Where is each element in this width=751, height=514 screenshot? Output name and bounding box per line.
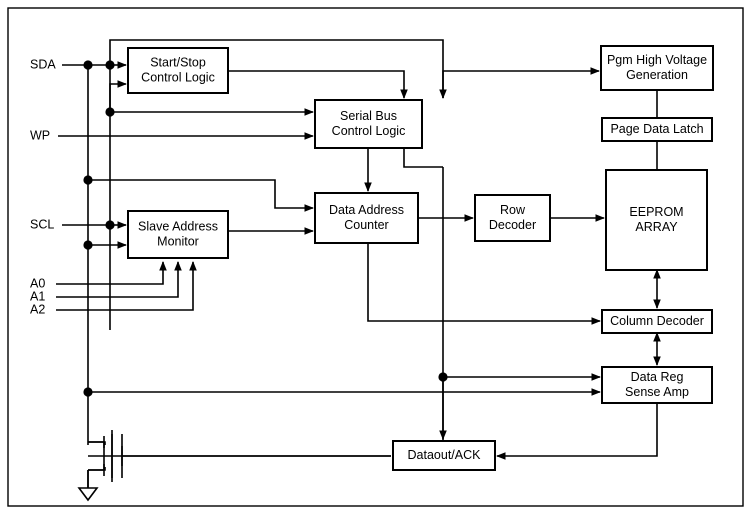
junction-dot-sda-dataaddr <box>83 175 93 185</box>
block-label-eeprom-array: EEPROM <box>629 205 683 219</box>
pin-a1: A1 <box>30 289 45 303</box>
junction-dot-scl-pin <box>105 220 115 230</box>
block-outline-data-address-counter <box>314 192 419 244</box>
block-label-page-data-latch: Page Data Latch <box>610 122 703 136</box>
pin-scl: SCL <box>30 217 54 231</box>
junction-dot-ctrl-datareg <box>438 372 448 382</box>
block-outline-serial-bus-control-logic <box>314 99 423 149</box>
block-outline-start-stop-control-logic <box>127 47 229 94</box>
junction-dot-layer <box>83 60 448 397</box>
block-label-row-decoder: Row <box>500 203 526 217</box>
pin-label-a0: A0 <box>30 276 45 290</box>
block-outline-dataout-ack <box>392 440 496 471</box>
block-outline-page-data-latch <box>601 117 713 142</box>
pin-a0: A0 <box>30 276 45 290</box>
wire-sda-up-to-serial-bus <box>109 39 447 99</box>
block-label-pgm-high-voltage-generation: Generation <box>626 68 688 82</box>
block-label-serial-bus-control-logic: Serial Bus <box>340 109 397 123</box>
block-label-start-stop-control-logic: Control Logic <box>141 70 215 84</box>
block-column-decoder: Column Decoder <box>601 309 713 334</box>
ground-triangle-icon <box>77 487 99 502</box>
wire-sda-tap-to-data-addr <box>88 179 314 212</box>
wire-start-stop-in-lower <box>109 80 127 112</box>
wire-a0-wire <box>56 261 167 285</box>
block-label-slave-address-monitor: Slave Address <box>138 219 218 233</box>
pin-sda: SDA <box>30 57 56 71</box>
block-outline-row-decoder <box>474 194 551 242</box>
diagram-border <box>7 7 744 507</box>
block-label-data-address-counter: Counter <box>344 218 388 232</box>
junction-dot-sda-datareg <box>83 387 93 397</box>
ground-symbol <box>77 470 99 502</box>
wire-data-addr-to-col-dec <box>367 243 601 325</box>
block-outline-eeprom-array <box>605 169 708 271</box>
block-label-slave-address-monitor: Monitor <box>157 234 199 248</box>
block-page-data-latch: Page Data Latch <box>601 117 713 142</box>
pin-label-scl: SCL <box>30 217 54 231</box>
junction-dot-scl-serialbus <box>105 107 115 117</box>
wire-serial-bus-down-right <box>403 148 443 168</box>
block-label-column-decoder: Column Decoder <box>610 314 704 328</box>
pin-label-sda: SDA <box>30 57 56 71</box>
pin-a2: A2 <box>30 302 45 316</box>
block-label-data-address-counter: Data Address <box>329 203 404 217</box>
block-label-eeprom-array: ARRAY <box>635 220 678 234</box>
pin-label-a1: A1 <box>30 289 45 303</box>
block-label-pgm-high-voltage-generation: Pgm High Voltage <box>607 53 707 67</box>
pin-label-a2: A2 <box>30 302 45 316</box>
wire-a2-wire <box>56 261 197 311</box>
block-outline-pgm-high-voltage-generation <box>600 45 714 91</box>
wire-a1-wire <box>56 261 182 298</box>
wire-serial-bus-to-pgm-hv <box>442 67 600 98</box>
pulldown-transistor <box>88 430 391 482</box>
wire-start-stop-out-right <box>228 70 408 99</box>
junction-dot-sda-startstop <box>105 60 115 70</box>
block-label-start-stop-control-logic: Start/Stop <box>150 55 206 69</box>
block-outline-slave-address-monitor <box>127 210 229 259</box>
block-label-data-reg-sense-amp: Sense Amp <box>625 385 689 399</box>
block-label-row-decoder: Decoder <box>489 218 536 232</box>
block-label-serial-bus-control-logic: Control Logic <box>332 124 406 138</box>
block-label-data-reg-sense-amp: Data Reg <box>631 370 684 384</box>
wire-data-reg-to-dataout <box>496 403 658 460</box>
block-label-dataout-ack: Dataout/ACK <box>408 448 482 462</box>
junction-dot-sda-pin <box>83 60 93 70</box>
pin-wp: WP <box>30 128 50 142</box>
block-dataout-ack: Dataout/ACK <box>392 440 496 471</box>
block-outline-data-reg-sense-amp <box>601 366 713 404</box>
block-outline-column-decoder <box>601 309 713 334</box>
junction-dot-sda-slavemon <box>83 240 93 250</box>
pin-label-wp: WP <box>30 128 50 142</box>
